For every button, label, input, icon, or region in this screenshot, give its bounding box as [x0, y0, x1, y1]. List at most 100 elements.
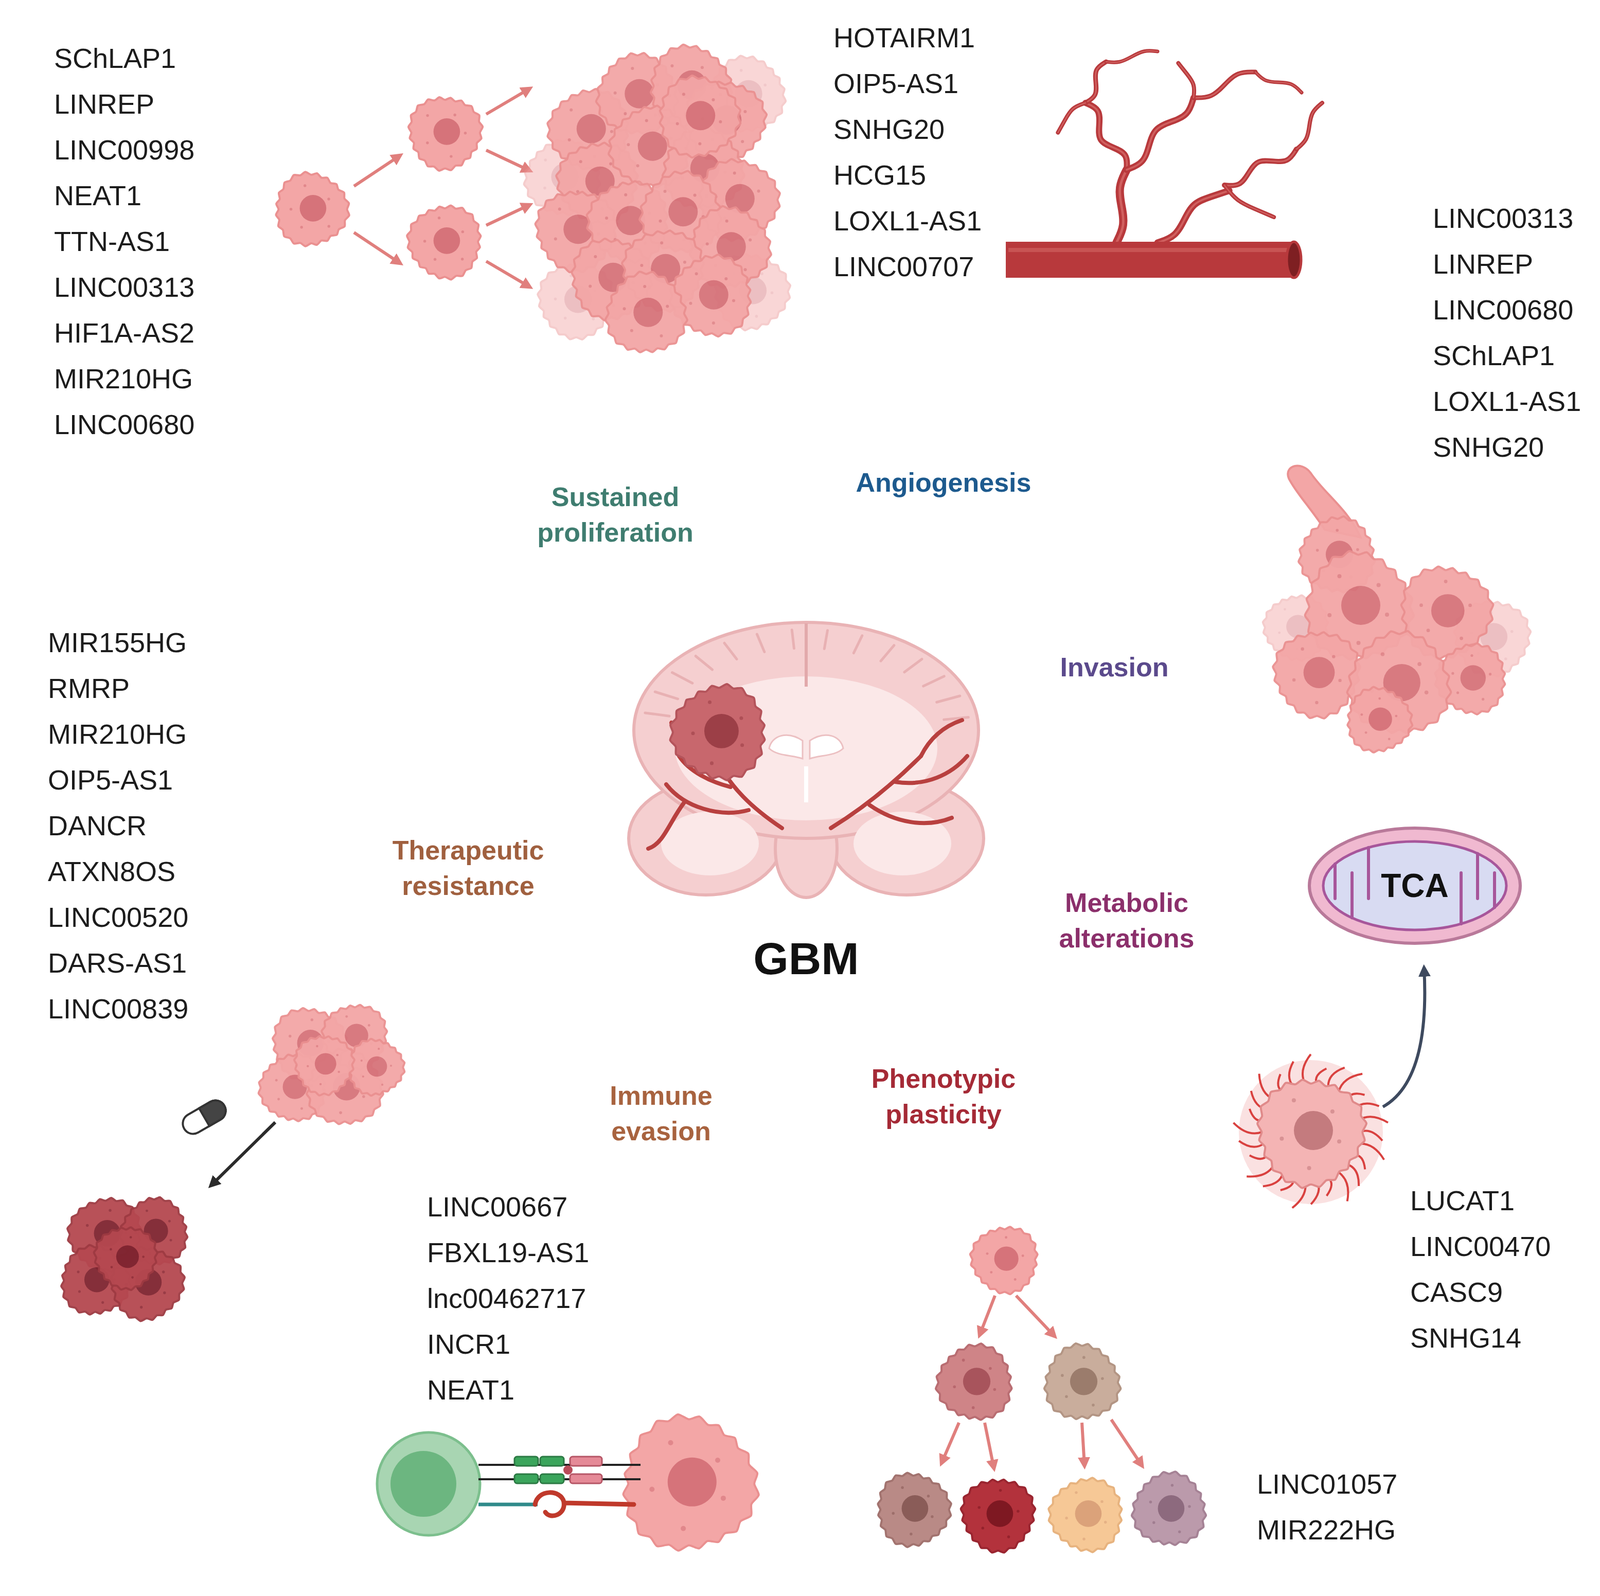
cell-granule — [760, 272, 764, 276]
cell-nucleus — [299, 194, 327, 222]
cell-granule — [425, 141, 429, 145]
sulcus — [724, 643, 737, 660]
crista — [1350, 873, 1354, 919]
cell-granule — [543, 158, 547, 162]
gene-name: LINC00520 — [47, 894, 189, 941]
cell — [1257, 1079, 1367, 1189]
diagram-label: TCA — [1380, 866, 1449, 905]
gene-name: LINC00680 — [54, 401, 195, 448]
cell-granule — [989, 1271, 993, 1274]
sulcus — [923, 676, 945, 687]
hallmark-label: Phenotypic plasticity — [850, 1061, 1037, 1132]
cell-nucleus — [699, 280, 729, 310]
capillary-highlight — [1224, 149, 1297, 186]
sulcus — [904, 659, 922, 672]
cell-granule — [461, 230, 465, 234]
cell-membrane — [1131, 1471, 1206, 1546]
gene-name: MIR210HG — [54, 356, 195, 402]
cell-granule — [327, 197, 330, 201]
cell-membrane — [406, 205, 481, 280]
cell-granule — [1082, 1538, 1086, 1541]
pdl1-ligand — [535, 1492, 634, 1517]
hallmark-label: Angiogenesis — [856, 465, 1032, 501]
cell-granule — [1100, 1500, 1104, 1504]
panel-fill — [806, 801, 1589, 1586]
arrow — [979, 1295, 995, 1336]
cell-granule — [732, 298, 736, 302]
cell-granule — [659, 334, 663, 338]
hallmark-label: Immune evasion — [568, 1078, 754, 1149]
cell-granule — [718, 120, 722, 124]
ventricle — [809, 735, 844, 759]
cell-granule — [676, 122, 680, 126]
cell-granule — [613, 91, 617, 95]
arrow — [1111, 1419, 1143, 1467]
text-group: Sustained proliferation — [522, 479, 708, 550]
cell-granule — [999, 1489, 1002, 1492]
cell — [1272, 632, 1361, 719]
sector-fill — [972, 481, 1260, 802]
cell-granule — [1417, 662, 1422, 667]
cell-granule — [338, 1071, 341, 1074]
gene-name: CASC9 — [1410, 1269, 1551, 1316]
cell-granule — [1376, 583, 1381, 588]
sulcus — [880, 645, 895, 662]
text-group: GBM — [753, 932, 859, 986]
panel-fill — [11, 11, 807, 802]
cell-granule — [449, 154, 453, 158]
cell-membrane — [935, 1343, 1012, 1420]
third-ventricle — [804, 766, 809, 803]
cell-granule — [605, 216, 609, 220]
gene-name: lnc00462717 — [427, 1275, 590, 1322]
cell-granule — [563, 316, 567, 320]
cell-granule — [543, 186, 547, 190]
crista — [1333, 864, 1337, 899]
cell-granule — [690, 731, 695, 736]
capillary — [1296, 102, 1323, 150]
vessel-highlight — [1008, 247, 1289, 253]
cell-granule — [288, 1035, 292, 1038]
cell-tendril — [1358, 1144, 1384, 1161]
gene-name: MIR210HG — [47, 711, 189, 758]
blood-vessel-illustration — [1005, 50, 1323, 278]
label-group: TCA — [1380, 866, 1449, 905]
cell-nucleus — [704, 714, 739, 749]
cell-nucleus — [624, 79, 654, 109]
cell-granule — [739, 68, 743, 73]
gene-name: LINC00470 — [1410, 1223, 1551, 1270]
gene-name: NEAT1 — [427, 1367, 590, 1414]
gene-name: FBXL19-AS1 — [427, 1230, 590, 1276]
tcr-receptor — [514, 1474, 539, 1484]
capillary-highlight — [1255, 72, 1302, 93]
crista — [1366, 847, 1371, 899]
cell-granule — [698, 141, 702, 146]
proliferation-illustration — [276, 44, 791, 353]
cell-granule — [680, 1526, 686, 1532]
cell-nucleus — [1341, 585, 1381, 626]
cell-granule — [275, 1079, 278, 1082]
cell-nucleus — [901, 1495, 929, 1523]
cell — [406, 205, 481, 280]
cell-granule — [636, 164, 640, 168]
cell-tendril — [1246, 1164, 1275, 1178]
cell-granule — [425, 114, 429, 117]
cell-granule — [930, 1515, 934, 1519]
capillary — [1085, 61, 1107, 103]
cell-granule — [1149, 1500, 1152, 1504]
capillary-highlight — [1193, 72, 1256, 98]
cell-granule — [423, 239, 426, 243]
cell-granule — [1470, 654, 1473, 657]
cell-granule — [763, 83, 767, 87]
gene-name: LOXL1-AS1 — [833, 198, 982, 244]
cell-granule — [306, 1065, 309, 1068]
cell-granule — [389, 1064, 393, 1068]
cell-granule — [131, 1276, 134, 1279]
cell-granule — [433, 258, 437, 261]
sulcus — [645, 713, 670, 717]
cell-granule — [145, 1210, 149, 1213]
sector-fill — [381, 348, 807, 722]
cell-granule — [630, 329, 634, 333]
cell-granule — [303, 184, 307, 187]
cell-granule — [362, 1075, 365, 1078]
text-group: Angiogenesis — [856, 465, 1032, 501]
